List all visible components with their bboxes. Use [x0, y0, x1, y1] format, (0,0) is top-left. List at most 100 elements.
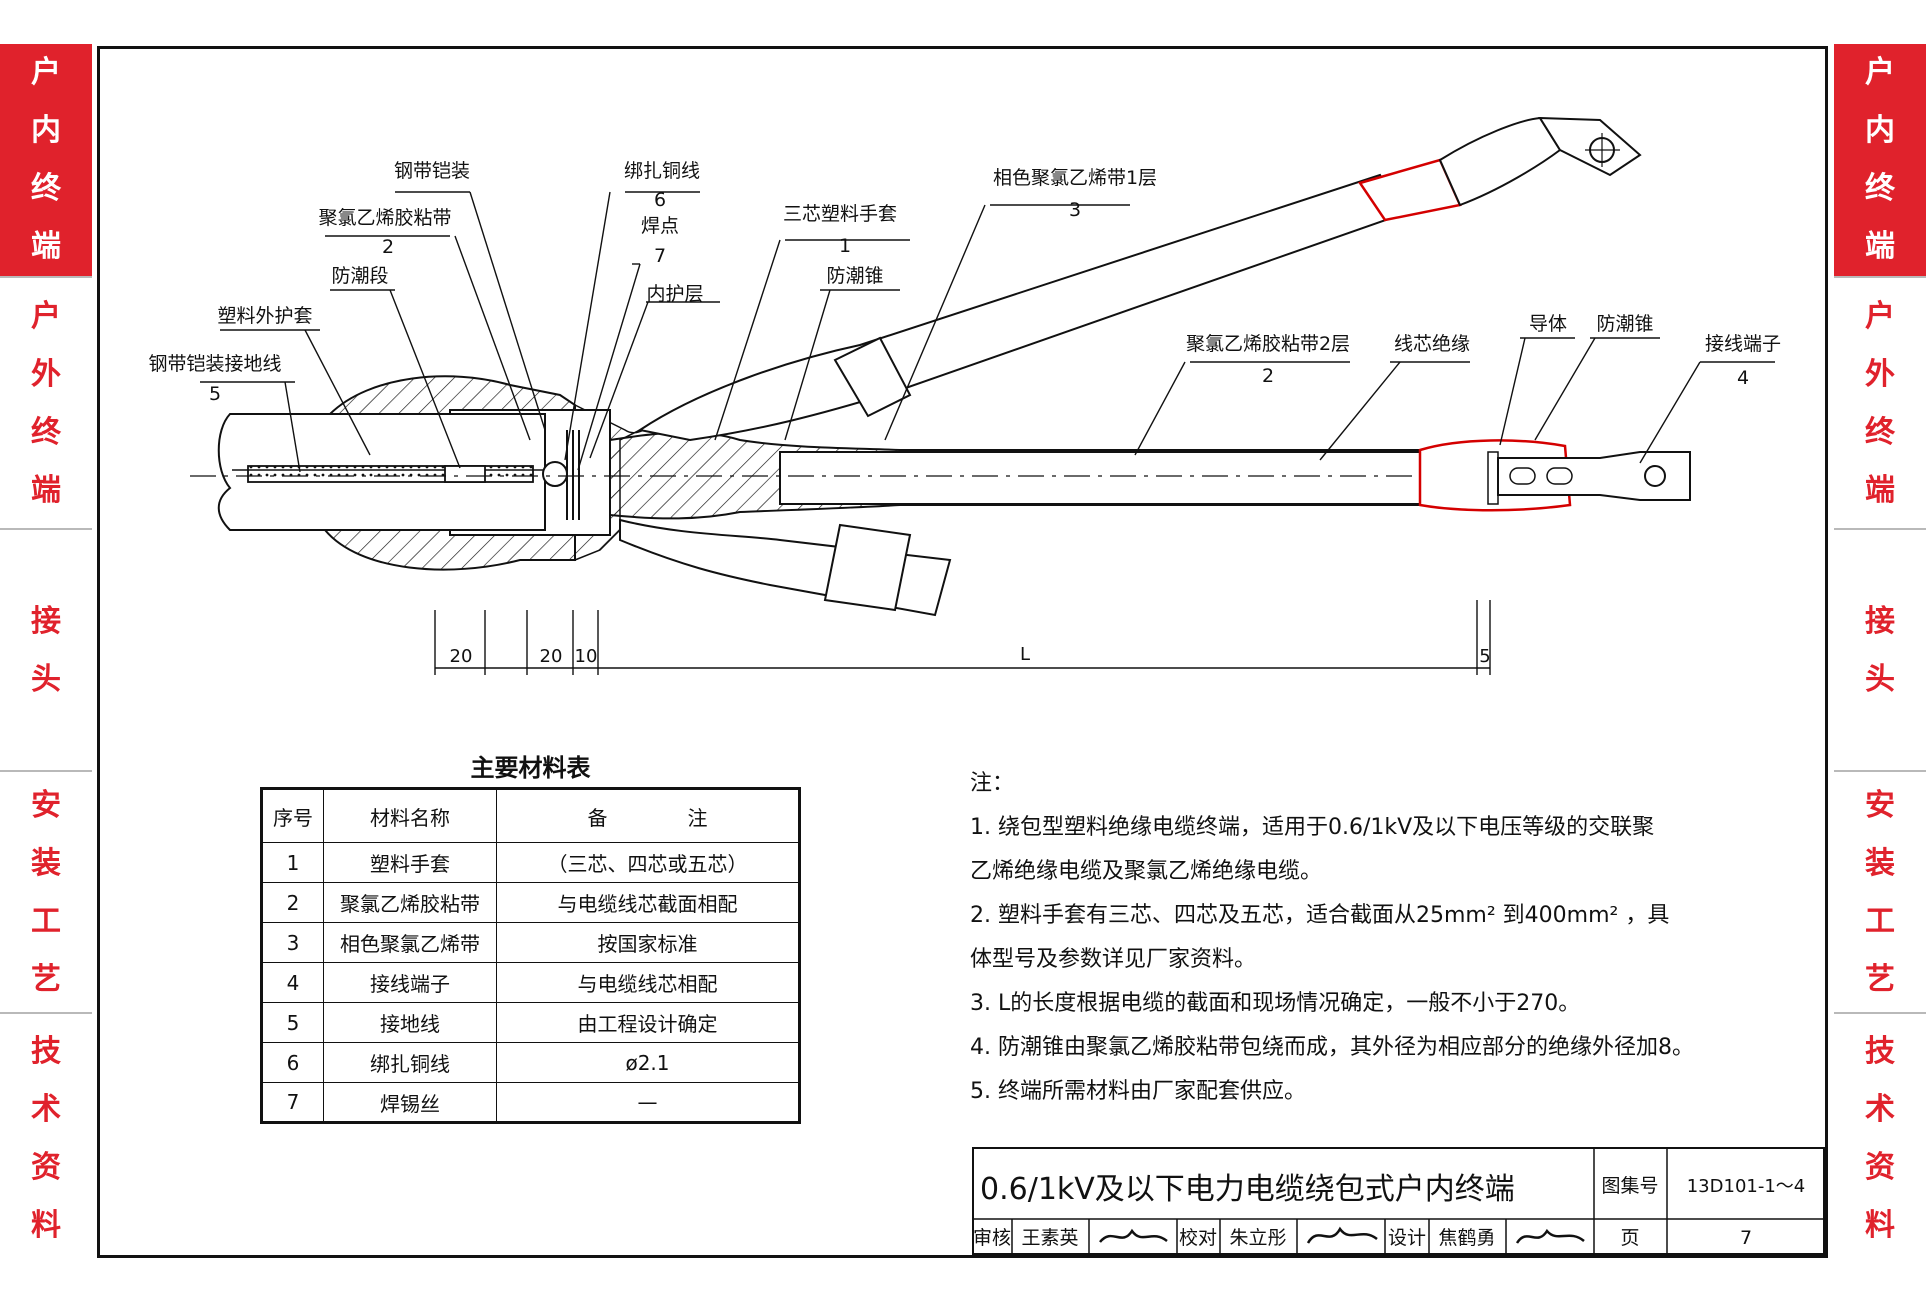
- label-plastic-sheath: 塑料外护套: [217, 305, 312, 327]
- dim-20-a: 20: [450, 646, 473, 667]
- cell-seq: 6: [261, 1042, 324, 1083]
- tab-char: 工: [1865, 904, 1895, 939]
- tab-char: 术: [31, 1091, 61, 1127]
- dim-5: 5: [1479, 646, 1490, 667]
- header-material: 材料名称: [323, 788, 497, 843]
- label-binding-wire: 绑扎铜线: [624, 160, 700, 182]
- label-ground-wire-num: 5: [209, 383, 221, 405]
- label-terminal: 接线端子: [1705, 333, 1781, 355]
- label-conductor: 导体: [1529, 313, 1567, 335]
- moisture-section-block: [444, 465, 486, 483]
- designer-name: 焦鹤勇: [1438, 1227, 1495, 1249]
- cell-material: 塑料手套: [323, 842, 497, 883]
- label-moisture-section: 防潮段: [331, 265, 388, 287]
- tab-char: 接: [31, 604, 61, 639]
- tab-char: 户: [31, 55, 61, 90]
- tab-char: 内: [1865, 113, 1895, 148]
- reviewer-signature: [1099, 1228, 1168, 1243]
- label-binding-wire-num: 6: [654, 189, 666, 211]
- tab-char: 端: [31, 229, 61, 264]
- cell-material: 绑扎铜线: [323, 1042, 497, 1083]
- notes-section: 注： 1. 绕包型塑料绝缘电缆终端，适用于0.6/1kV及以下电压等级的交联聚 …: [970, 762, 1694, 1114]
- label-solder-point: 焊点: [641, 215, 679, 237]
- checker-signature: [1306, 1226, 1378, 1244]
- tab-char: 户: [1865, 55, 1895, 90]
- tab-char: 终: [1865, 171, 1895, 206]
- drawing-title: 0.6/1kV及以下电力电缆绕包式户内终端: [980, 1172, 1515, 1207]
- tab-char: 艺: [1865, 962, 1895, 997]
- tab-char: 头: [31, 662, 61, 697]
- label-terminal-num: 4: [1737, 367, 1749, 389]
- tab-char: 安: [31, 788, 61, 823]
- label-steel-armor: 钢带铠装: [394, 160, 470, 182]
- header-remark: 备 注: [496, 788, 800, 843]
- tab-char: 资: [31, 1149, 61, 1185]
- table-row: 6 绑扎铜线 ø2.1: [261, 1042, 800, 1083]
- side-tab-joint[interactable]: 接 头: [0, 532, 92, 772]
- note-line: 2. 塑料手套有三芯、四芯及五芯，适合截面从25mm² 到400mm² ，具: [970, 903, 1670, 928]
- right-side-tabs: 户 内 终 端 户 外 终 端 接 头 安 装 工 艺 技 术 资 料: [1834, 0, 1926, 1301]
- note-line: 5. 终端所需材料由厂家配套供应。: [970, 1079, 1306, 1104]
- tab-char: 端: [1865, 229, 1895, 264]
- dim-10: 10: [575, 646, 598, 667]
- tab-char: 接: [1865, 604, 1895, 639]
- right-terminal-assembly: [1418, 439, 1691, 512]
- cell-remark: 与电缆线芯截面相配: [496, 882, 800, 923]
- note-line: 4. 防潮锥由聚氯乙烯胶粘带包绕而成，其外径为相应部分的绝缘外径加8。: [970, 1035, 1694, 1060]
- label-pvc-tape2: 聚氯乙烯胶粘带2层: [1186, 333, 1350, 355]
- side-tab-technical[interactable]: 技 术 资 料: [0, 1016, 92, 1261]
- armor-ground-wire: [247, 465, 534, 483]
- upper-branch-cable: [637, 116, 1642, 442]
- cell-material: 相色聚氯乙烯带: [323, 922, 497, 963]
- label-cone2: 防潮锥: [1596, 313, 1653, 335]
- page-number: 7: [1740, 1227, 1752, 1249]
- tab-char: 装: [31, 846, 61, 881]
- tab-char: 内: [31, 113, 61, 148]
- side-tab-indoor-terminal[interactable]: 户 内 终 端: [0, 44, 92, 278]
- label-color-tape-num: 3: [1069, 199, 1081, 221]
- table-row: 4 接线端子 与电缆线芯相配: [261, 962, 800, 1003]
- label-glove-num: 1: [839, 235, 851, 257]
- cell-remark: 按国家标准: [496, 922, 800, 963]
- side-tab-installation[interactable]: 安 装 工 艺: [1834, 774, 1926, 1014]
- side-tab-indoor-terminal[interactable]: 户 内 终 端: [1834, 44, 1926, 278]
- design-label: 设计: [1388, 1227, 1426, 1249]
- note-line: 3. L的长度根据电缆的截面和现场情况确定，一般不小于270。: [970, 991, 1581, 1016]
- header-seq: 序号: [261, 788, 324, 843]
- side-tab-outdoor-terminal[interactable]: 户 外 终 端: [0, 280, 92, 530]
- side-tab-outdoor-terminal[interactable]: 户 外 终 端: [1834, 280, 1926, 530]
- cell-remark: （三芯、四芯或五芯）: [496, 842, 800, 883]
- tab-char: 艺: [31, 962, 61, 997]
- designer-signature: [1515, 1228, 1585, 1244]
- tab-char: 户: [1865, 299, 1895, 334]
- tab-char: 工: [31, 904, 61, 939]
- label-pvc-tape: 聚氯乙烯胶粘带: [318, 207, 451, 229]
- table-row: 7 焊锡丝 —: [261, 1082, 800, 1123]
- cell-material: 聚氯乙烯胶粘带: [323, 882, 497, 923]
- side-tab-technical[interactable]: 技 术 资 料: [1834, 1016, 1926, 1261]
- title-block-grid: 0.6/1kV及以下电力电缆绕包式户内终端 图集号 13D101-1～4 审核 …: [972, 1147, 1825, 1255]
- lower-branch-cable: [619, 518, 952, 617]
- atlas-label: 图集号: [1601, 1175, 1658, 1197]
- cell-material: 接地线: [323, 1002, 497, 1043]
- label-glove: 三芯塑料手套: [783, 203, 897, 225]
- tab-char: 端: [31, 473, 61, 508]
- tab-char: 料: [1865, 1207, 1895, 1243]
- label-pvc-tape-num: 2: [382, 236, 394, 258]
- cell-material: 接线端子: [323, 962, 497, 1003]
- solder-point: [542, 461, 568, 487]
- checker-name: 朱立彤: [1229, 1227, 1286, 1249]
- reviewer-name: 王素英: [1021, 1227, 1078, 1249]
- side-tab-installation[interactable]: 安 装 工 艺: [0, 774, 92, 1014]
- table-row: 1 塑料手套 （三芯、四芯或五芯）: [261, 842, 800, 883]
- label-ground-wire: 钢带铠装接地线: [148, 353, 281, 375]
- tab-char: 外: [31, 357, 61, 392]
- title-block: 0.6/1kV及以下电力电缆绕包式户内终端 图集号 13D101-1～4 审核 …: [972, 1147, 1825, 1255]
- label-inner-sheath: 内护层: [646, 283, 703, 305]
- label-core-insulation: 线芯绝缘: [1394, 333, 1470, 355]
- tab-char: 终: [31, 171, 61, 206]
- label-pvc-tape2-num: 2: [1262, 365, 1274, 387]
- side-tab-joint[interactable]: 接 头: [1834, 532, 1926, 772]
- note-line: 1. 绕包型塑料绝缘电缆终端，适用于0.6/1kV及以下电压等级的交联聚: [970, 815, 1655, 840]
- note-line: 体型号及参数详见厂家资料。: [970, 947, 1257, 972]
